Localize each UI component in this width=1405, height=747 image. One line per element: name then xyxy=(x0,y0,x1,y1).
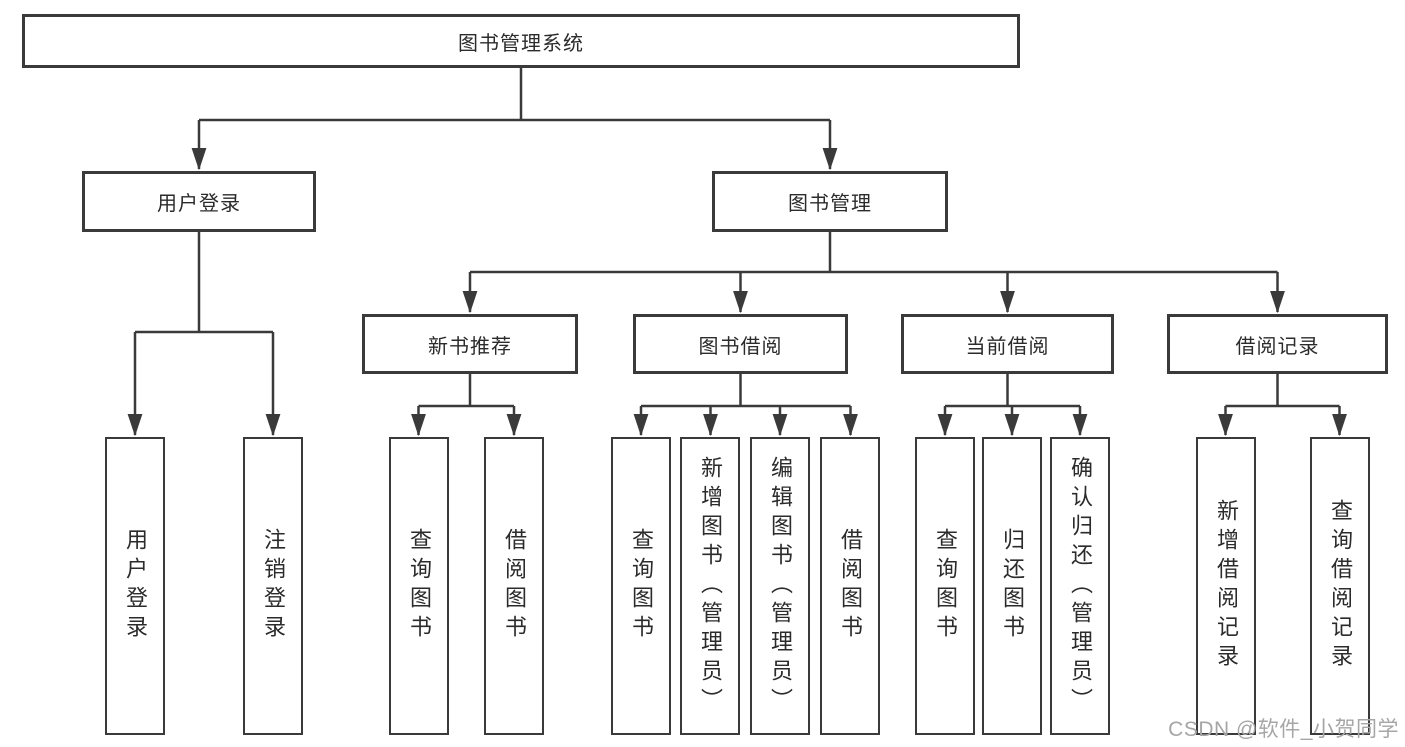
leaf-query-borrow-record: 查询借阅记录 xyxy=(1310,437,1370,735)
node-book-borrowing: 图书借阅 xyxy=(633,314,848,374)
leaf-add-books-admin: 新增图书（管理员） xyxy=(680,437,740,735)
leaf-edit-books-admin: 编辑图书（管理员） xyxy=(750,437,810,735)
connector-root-trunk xyxy=(199,68,830,122)
node-root-library-system: 图书管理系统 xyxy=(22,14,1020,68)
leaf-query-books-3: 查询图书 xyxy=(915,437,975,735)
connector-book-mgmt-trunk xyxy=(470,232,1278,274)
connector-new-book-trunk xyxy=(418,374,514,408)
node-borrowing-records: 借阅记录 xyxy=(1167,314,1388,374)
node-book-management: 图书管理 xyxy=(712,171,948,232)
leaf-borrow-books-2: 借阅图书 xyxy=(820,437,880,735)
leaf-logout: 注销登录 xyxy=(243,437,303,735)
connector-current-borrow-trunk xyxy=(945,374,1080,408)
leaf-query-books-2: 查询图书 xyxy=(611,437,671,735)
leaf-confirm-return-admin: 确认归还（管理员） xyxy=(1050,437,1110,735)
leaf-return-books: 归还图书 xyxy=(982,437,1042,735)
leaf-add-borrow-record: 新增借阅记录 xyxy=(1196,437,1256,735)
connector-borrow-records-trunk xyxy=(1225,374,1340,408)
connector-book-borrow-trunk xyxy=(641,374,851,408)
node-user-login: 用户登录 xyxy=(82,171,316,232)
leaf-borrow-books-1: 借阅图书 xyxy=(484,437,544,735)
leaf-query-books-1: 查询图书 xyxy=(389,437,449,735)
node-current-borrowing: 当前借阅 xyxy=(901,314,1114,374)
node-new-book-recommend: 新书推荐 xyxy=(362,314,578,374)
connector-user-login-trunk xyxy=(135,232,273,334)
leaf-user-login: 用户登录 xyxy=(105,437,165,735)
csdn-watermark: CSDN @软件_小贺同学 xyxy=(1168,718,1399,741)
